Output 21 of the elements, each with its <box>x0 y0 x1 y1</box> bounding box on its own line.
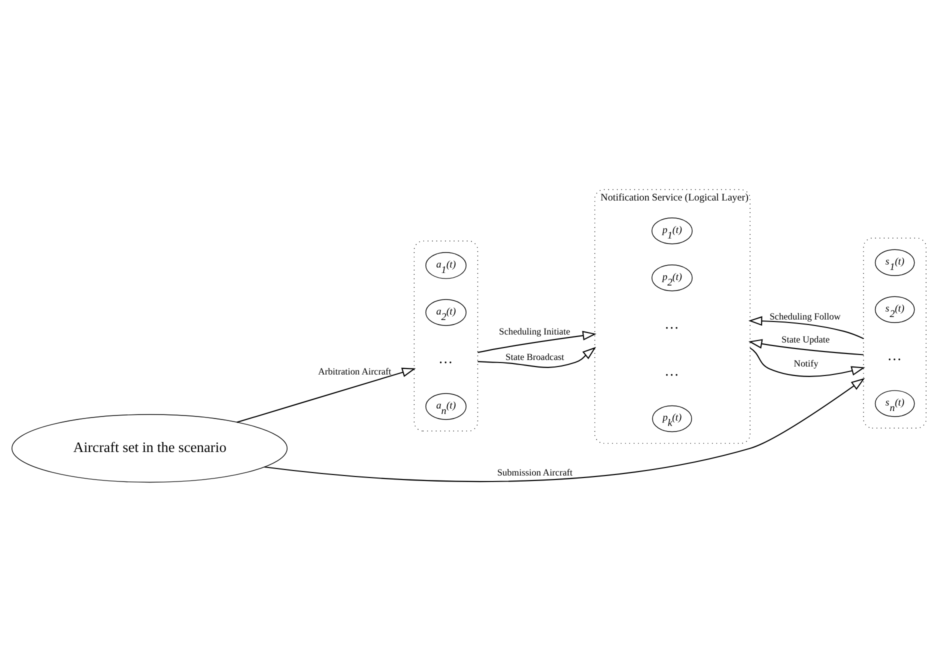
edge-label: Notify <box>794 359 818 370</box>
node-text: … <box>887 348 902 364</box>
arrow <box>264 378 865 482</box>
arrow <box>236 368 416 423</box>
edge-label: Scheduling Initiate <box>499 327 570 338</box>
arrow <box>478 346 596 368</box>
cluster <box>414 240 478 432</box>
edge-label: State Update <box>782 335 830 346</box>
node-text: … <box>664 316 679 332</box>
arrow <box>478 330 596 353</box>
node-text: … <box>664 363 679 380</box>
arrow <box>748 316 864 340</box>
arrow <box>750 348 866 377</box>
edge-label: Submission Aircraft <box>497 468 572 478</box>
arrow <box>748 339 864 356</box>
node-text: … <box>438 351 453 368</box>
cluster <box>863 238 926 429</box>
node-ellipse: Aircraft set in the scenario <box>12 414 288 483</box>
edge-label: Scheduling Follow <box>770 312 841 322</box>
edge-label: Arbitration Aircraft <box>318 367 392 378</box>
edge-label: State Broadcast <box>506 352 564 363</box>
